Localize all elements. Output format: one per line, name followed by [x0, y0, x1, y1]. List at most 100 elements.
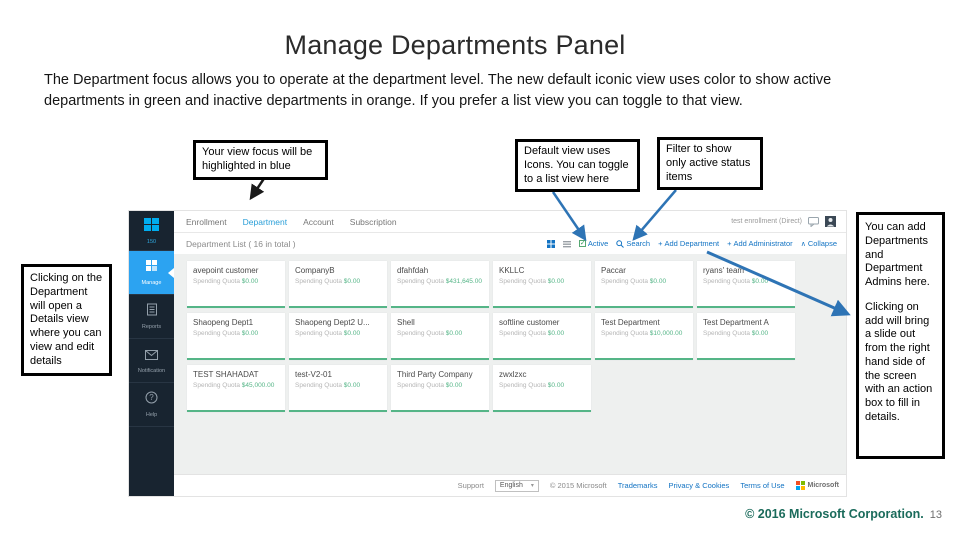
nav-item-account[interactable]: Account [303, 216, 334, 227]
active-notch [168, 267, 174, 278]
search-button[interactable]: Search [616, 239, 650, 248]
active-filter-checkbox[interactable]: ✓ Active [578, 239, 609, 248]
department-card[interactable]: Third Party Company Spending Quota $0.00 [391, 365, 489, 412]
language-select[interactable]: English ▾ [494, 479, 539, 492]
department-card[interactable]: Test Department A Spending Quota $0.00 [697, 313, 795, 360]
slide-footer: © 2016 Microsoft Corporation. 13 [0, 505, 942, 523]
reports-icon [146, 303, 158, 321]
spending-quota-amount: $0.00 [649, 278, 667, 285]
sidebar-item-manage[interactable]: Manage [129, 251, 174, 295]
feedback-icon[interactable] [808, 216, 819, 227]
spending-quota-label: Spending Quota [295, 330, 342, 337]
spending-quota-label: Spending Quota [295, 278, 342, 285]
plus-icon: + [658, 239, 663, 248]
department-card[interactable]: ryans' team Spending Quota $0.00 [697, 261, 795, 308]
nav-item-department[interactable]: Department [242, 216, 288, 227]
department-name: test-V2-01 [295, 370, 332, 379]
arrow-view-focus [249, 176, 267, 201]
add-department-button[interactable]: + Add Department [658, 239, 720, 248]
department-name: Test Department [601, 318, 660, 327]
department-card[interactable]: zwxlzxc Spending Quota $0.00 [493, 365, 591, 412]
microsoft-brand-name: Microsoft [807, 482, 840, 489]
department-card[interactable]: Test Department Spending Quota $10,000.0… [595, 313, 693, 360]
department-card[interactable]: Shaopeng Dept1 Spending Quota $0.00 [187, 313, 285, 360]
footer-link-terms-of-use[interactable]: Terms of Use [740, 481, 785, 490]
spending-quota-label: Spending Quota [193, 382, 240, 389]
notification-icon [145, 347, 158, 365]
spending-quota-amount: $431,645.00 [445, 278, 482, 285]
top-nav-right: test enrollment (Direct) [731, 216, 836, 227]
slide-copyright: © 2016 Microsoft Corporation. [745, 507, 924, 521]
department-card[interactable]: avepoint customer Spending Quota $0.00 [187, 261, 285, 308]
department-name: KKLLC [499, 266, 525, 275]
department-name: Shaopeng Dept1 [193, 318, 254, 327]
department-list-title: Department List ( 16 in total ) [186, 238, 296, 249]
account-label[interactable]: test enrollment (Direct) [731, 218, 802, 225]
collapse-button[interactable]: ∧ Collapse [800, 239, 837, 248]
chevron-down-icon: ▾ [530, 483, 534, 489]
spending-quota-amount: $0.00 [241, 278, 259, 285]
footer-links: Trademarks Privacy & Cookies Terms of Use [618, 481, 785, 490]
list-view-button[interactable] [562, 240, 571, 248]
department-name: dfahfdah [397, 266, 429, 275]
nav-item-subscription[interactable]: Subscription [349, 216, 397, 227]
spending-quota-label: Spending Quota [295, 382, 342, 389]
sidebar-logo-label: 150 [146, 239, 157, 245]
footer-link-trademarks[interactable]: Trademarks [617, 481, 658, 490]
support-link[interactable]: Support [457, 481, 484, 490]
windows-logo-icon [144, 218, 159, 231]
callout-add-departments: You can add Departments and Department A… [856, 212, 945, 459]
callout-filter-active: Filter to show only active status items [657, 137, 763, 191]
department-cards-grid: avepoint customer Spending Quota $0.00 C… [174, 254, 846, 474]
department-card[interactable]: TEST SHAHADAT Spending Quota $45,000.00 [187, 365, 285, 412]
department-card[interactable]: Paccar Spending Quota $0.00 [595, 261, 693, 308]
list-header-row: Department List ( 16 in total ) [174, 233, 846, 254]
spending-quota-label: Spending Quota [601, 330, 648, 337]
spending-quota-label: Spending Quota [193, 330, 240, 337]
spending-quota-amount: $0.00 [241, 330, 259, 337]
department-card[interactable]: dfahfdah Spending Quota $431,645.00 [391, 261, 489, 308]
page-number: 13 [929, 509, 942, 521]
chevron-up-icon: ∧ [800, 240, 806, 248]
page-title: Manage Departments Panel [284, 30, 626, 60]
sidebar-logo-block[interactable]: 150 [129, 211, 174, 251]
spending-quota-amount: $0.00 [445, 382, 463, 389]
department-name: zwxlzxc [499, 370, 527, 379]
department-card[interactable]: Shaopeng Dept2 U... Spending Quota $0.00 [289, 313, 387, 360]
department-card[interactable]: CompanyB Spending Quota $0.00 [289, 261, 387, 308]
footer-link-privacy-cookies[interactable]: Privacy & Cookies [668, 481, 730, 490]
toolbar: ✓ Active Search + Add Department [546, 239, 837, 248]
spending-quota-amount: $0.00 [445, 330, 463, 337]
spending-quota-amount: $0.00 [547, 382, 565, 389]
app-footer: Support English ▾ © 2015 Microsoft Trade… [174, 474, 846, 496]
department-name: Third Party Company [397, 370, 473, 379]
department-card[interactable]: softline customer Spending Quota $0.00 [493, 313, 591, 360]
callout-add-detail: Clicking on add will bring a slide out f… [865, 300, 933, 423]
sidebar-item-help[interactable]: ?Help [129, 383, 174, 427]
callout-view-focus: Your view focus will be highlighted in b… [193, 140, 328, 180]
nav-item-enrollment[interactable]: Enrollment [186, 216, 227, 227]
department-card[interactable]: test-V2-01 Spending Quota $0.00 [289, 365, 387, 412]
department-card[interactable]: Shell Spending Quota $0.00 [391, 313, 489, 360]
svg-text:?: ? [149, 393, 154, 402]
spending-quota-label: Spending Quota [397, 330, 444, 337]
callout-add-intro: You can add Departments and Department A… [865, 221, 930, 288]
grid-view-icon [546, 239, 555, 248]
spending-quota-amount: $0.00 [343, 382, 361, 389]
department-name: Shell [397, 318, 415, 327]
sidebar-item-reports[interactable]: Reports [129, 295, 174, 339]
checkbox-icon: ✓ [578, 240, 586, 247]
department-card[interactable]: KKLLC Spending Quota $0.00 [493, 261, 591, 308]
spending-quota-label: Spending Quota [193, 278, 240, 285]
spending-quota-amount: $0.00 [751, 330, 769, 337]
spending-quota-amount: $0.00 [547, 330, 565, 337]
grid-view-button[interactable] [546, 239, 555, 248]
avatar[interactable] [825, 216, 836, 227]
sidebar-item-notification[interactable]: Notification [129, 339, 174, 383]
microsoft-brand: Microsoft [795, 481, 840, 490]
add-administrator-button[interactable]: + Add Administrator [727, 239, 793, 248]
